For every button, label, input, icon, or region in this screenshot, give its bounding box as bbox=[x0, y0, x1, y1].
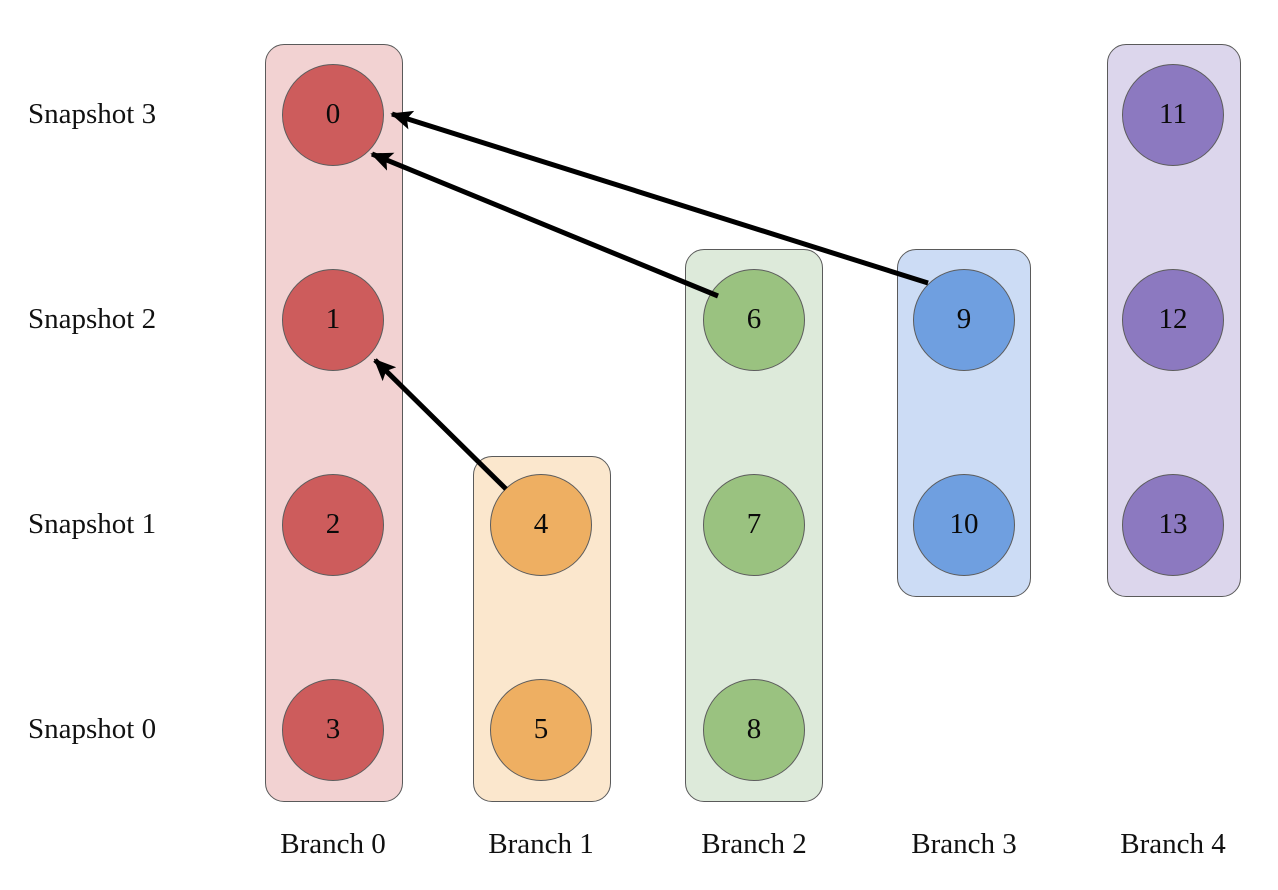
branch-column-label-3: Branch 3 bbox=[911, 828, 1017, 860]
snapshot-row-label-0: Snapshot 3 bbox=[28, 98, 157, 130]
node-circle-4[interactable]: 4 bbox=[490, 474, 592, 576]
snapshot-row-label-1: Snapshot 2 bbox=[28, 303, 157, 335]
node-label-9: 9 bbox=[956, 302, 972, 335]
node-circle-2[interactable]: 2 bbox=[282, 474, 384, 576]
node-circle-9[interactable]: 9 bbox=[913, 269, 1015, 371]
node-label-7: 7 bbox=[746, 507, 762, 540]
node-circle-1[interactable]: 1 bbox=[282, 269, 384, 371]
snapshot-row-label-3: Snapshot 0 bbox=[28, 713, 157, 745]
node-circle-5[interactable]: 5 bbox=[490, 679, 592, 781]
node-circle-13[interactable]: 13 bbox=[1122, 474, 1224, 576]
node-circle-8[interactable]: 8 bbox=[703, 679, 805, 781]
branch-column-label-4: Branch 4 bbox=[1120, 828, 1226, 860]
node-circle-6[interactable]: 6 bbox=[703, 269, 805, 371]
node-circle-12[interactable]: 12 bbox=[1122, 269, 1224, 371]
node-label-4: 4 bbox=[533, 507, 549, 540]
node-circle-3[interactable]: 3 bbox=[282, 679, 384, 781]
node-label-8: 8 bbox=[746, 712, 762, 745]
node-label-6: 6 bbox=[746, 302, 762, 335]
node-label-12: 12 bbox=[1158, 302, 1188, 335]
node-circle-0[interactable]: 0 bbox=[282, 64, 384, 166]
node-label-3: 3 bbox=[325, 712, 341, 745]
branch-column-label-0: Branch 0 bbox=[280, 828, 386, 860]
node-label-13: 13 bbox=[1158, 507, 1188, 540]
node-circle-11[interactable]: 11 bbox=[1122, 64, 1224, 166]
node-label-11: 11 bbox=[1159, 97, 1187, 130]
branch-column-label-1: Branch 1 bbox=[488, 828, 594, 860]
node-label-0: 0 bbox=[325, 97, 341, 130]
node-label-2: 2 bbox=[325, 507, 341, 540]
node-circle-10[interactable]: 10 bbox=[913, 474, 1015, 576]
node-circle-7[interactable]: 7 bbox=[703, 474, 805, 576]
branch-column-label-2: Branch 2 bbox=[701, 828, 807, 860]
node-label-10: 10 bbox=[949, 507, 979, 540]
node-label-1: 1 bbox=[325, 302, 341, 335]
snapshot-row-label-2: Snapshot 1 bbox=[28, 508, 157, 540]
node-label-5: 5 bbox=[533, 712, 549, 745]
